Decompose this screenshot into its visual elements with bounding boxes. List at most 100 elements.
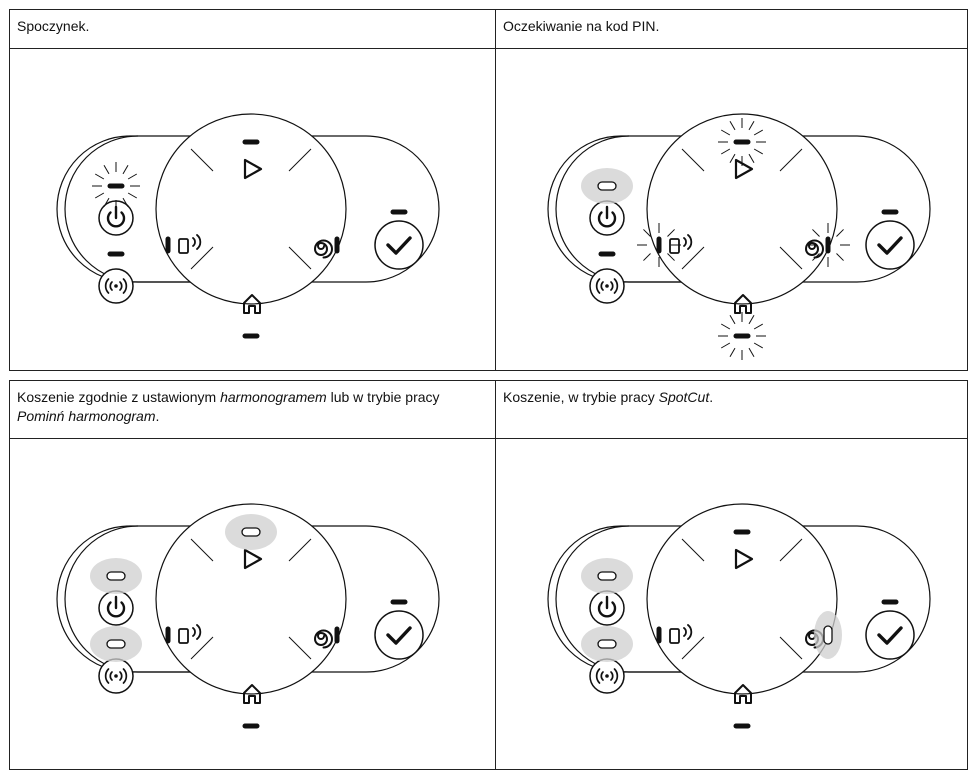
led-connectivity bbox=[107, 251, 125, 257]
panel-graphic bbox=[547, 503, 931, 729]
image-cell-pin bbox=[495, 48, 968, 371]
led-dash bbox=[825, 236, 831, 254]
home-icon bbox=[734, 294, 752, 314]
led-dash bbox=[598, 251, 616, 257]
confirm-button-ring bbox=[865, 220, 915, 270]
led-dash bbox=[656, 626, 662, 644]
led-phone bbox=[656, 626, 662, 644]
play-icon bbox=[243, 548, 263, 570]
led-start bbox=[225, 514, 277, 550]
dial-ticks bbox=[681, 148, 803, 270]
led-dash bbox=[107, 183, 125, 189]
led-spiral bbox=[334, 626, 340, 644]
led-power bbox=[581, 558, 633, 594]
dial-ticks bbox=[190, 148, 312, 270]
status-table-top: Spoczynek. Oczekiwanie na kod PIN. bbox=[9, 9, 968, 371]
outer-frame bbox=[56, 525, 440, 673]
phone-connect-icon bbox=[178, 624, 202, 644]
led-dash bbox=[733, 139, 751, 145]
led-power bbox=[581, 168, 633, 204]
caption-idle: Spoczynek. bbox=[17, 18, 90, 34]
led-home bbox=[242, 723, 260, 729]
led-dash bbox=[242, 333, 260, 339]
outer-frame bbox=[56, 135, 440, 283]
led-phone bbox=[165, 626, 171, 644]
led-spiral bbox=[814, 611, 842, 659]
led-confirm bbox=[390, 599, 408, 605]
home-icon bbox=[243, 684, 261, 704]
blink-rays bbox=[92, 162, 140, 210]
schedule-term: harmonogramem bbox=[220, 389, 327, 405]
confirm-button-ring bbox=[374, 220, 424, 270]
led-dash bbox=[390, 209, 408, 215]
check-icon bbox=[877, 236, 903, 255]
image-cell-schedule bbox=[9, 438, 496, 770]
status-table-bottom: Koszenie zgodnie z ustawionym harmonogra… bbox=[9, 380, 968, 770]
control-panel-pin bbox=[547, 113, 931, 360]
led-dash bbox=[107, 251, 125, 257]
led-dash bbox=[242, 139, 260, 145]
led-phone bbox=[165, 236, 171, 254]
led-confirm bbox=[390, 209, 408, 215]
blink-rays bbox=[806, 223, 850, 267]
confirm-button-ring bbox=[865, 610, 915, 660]
power-icon bbox=[597, 205, 617, 228]
skip-schedule-term: Pominń harmonogram bbox=[17, 408, 156, 424]
led-dash bbox=[733, 529, 751, 535]
led-dash bbox=[242, 723, 260, 729]
power-icon bbox=[597, 595, 617, 618]
blink-rays bbox=[637, 223, 681, 267]
led-dash bbox=[733, 723, 751, 729]
led-start bbox=[242, 139, 260, 145]
led-dash bbox=[165, 626, 171, 644]
image-cell-idle bbox=[9, 48, 496, 371]
led-lit bbox=[241, 527, 261, 537]
led-phone bbox=[637, 223, 681, 267]
blink-rays bbox=[718, 312, 766, 360]
led-spiral bbox=[806, 223, 850, 267]
led-dash bbox=[656, 236, 662, 254]
wifi-icon bbox=[595, 668, 619, 684]
led-confirm bbox=[881, 209, 899, 215]
led-dash bbox=[733, 333, 751, 339]
outer-frame bbox=[547, 525, 931, 673]
play-icon bbox=[734, 548, 754, 570]
led-start bbox=[718, 118, 766, 166]
outer-frame bbox=[547, 135, 931, 283]
home-icon bbox=[734, 684, 752, 704]
led-lit bbox=[106, 639, 126, 649]
caption-pin: Oczekiwanie na kod PIN. bbox=[503, 18, 660, 34]
led-connectivity bbox=[598, 251, 616, 257]
check-icon bbox=[877, 626, 903, 645]
led-home bbox=[242, 333, 260, 339]
blink-rays bbox=[718, 118, 766, 166]
spiral-icon bbox=[313, 629, 333, 649]
spiral-icon bbox=[804, 239, 824, 259]
led-confirm bbox=[881, 599, 899, 605]
led-start bbox=[733, 529, 751, 535]
home-icon bbox=[243, 294, 261, 314]
led-dash bbox=[334, 236, 340, 254]
led-dash bbox=[165, 236, 171, 254]
dial-ticks bbox=[681, 538, 803, 660]
led-lit bbox=[823, 625, 833, 645]
panel-graphic bbox=[547, 113, 931, 360]
led-lit bbox=[597, 571, 617, 581]
spiral-icon bbox=[313, 239, 333, 259]
led-connectivity bbox=[581, 626, 633, 662]
led-power bbox=[92, 162, 140, 210]
control-panel-spotcut bbox=[547, 503, 931, 729]
control-panel-schedule bbox=[56, 503, 440, 729]
header-cell-idle: Spoczynek. bbox=[9, 9, 496, 49]
spotcut-term: SpotCut bbox=[658, 389, 710, 405]
play-icon bbox=[243, 158, 263, 180]
led-spiral bbox=[334, 236, 340, 254]
caption-schedule: Koszenie zgodnie z ustawionym harmonogra… bbox=[17, 389, 440, 424]
led-lit bbox=[597, 639, 617, 649]
image-cell-spotcut bbox=[495, 438, 968, 770]
wifi-icon bbox=[104, 668, 128, 684]
header-cell-spotcut: Koszenie, w trybie pracy SpotCut. bbox=[495, 380, 968, 439]
header-cell-schedule: Koszenie zgodnie z ustawionym harmonogra… bbox=[9, 380, 496, 439]
phone-connect-icon bbox=[669, 624, 693, 644]
led-lit bbox=[106, 571, 126, 581]
